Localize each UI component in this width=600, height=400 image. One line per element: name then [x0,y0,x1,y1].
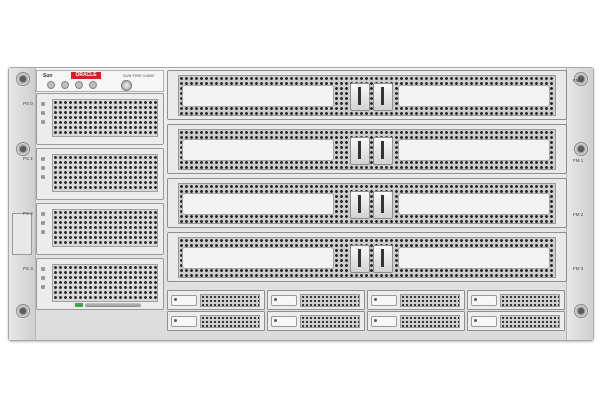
module-latch-left[interactable] [350,137,370,165]
drive-led-icon [274,298,277,301]
module-latch-left[interactable] [350,83,370,111]
psu-fan-grill [52,99,158,137]
server-chassis: Sun ORACLE SUN FIRE X4800 PS 0 PS 1 PS 2… [8,67,594,341]
left-rack-ear [9,68,36,340]
warning-led-icon [75,81,83,89]
sun-logo: Sun [43,73,53,79]
psu-label-0: PS 0 [23,101,33,106]
cpu-module-0[interactable] [167,70,567,120]
module-handle-left[interactable] [182,139,334,161]
drive-bay[interactable] [267,311,365,331]
psu-status-leds [41,267,47,294]
drive-vent [200,315,260,328]
module-latch-left[interactable] [350,245,370,273]
drive-bay[interactable] [467,311,565,331]
drive-led-icon [474,298,477,301]
power-supply-0[interactable] [36,93,164,145]
front-control-panel: Sun ORACLE SUN FIRE X4800 [36,70,164,92]
psu-status-leds [41,157,47,184]
drive-vent [500,315,560,328]
drive-vent [300,315,360,328]
psu-label-1: PS 1 [23,156,33,161]
power-supply-1[interactable] [36,148,164,200]
psu-label-3: PS 3 [23,266,33,271]
right-rack-ear [566,68,593,340]
module-handle-left[interactable] [182,193,334,215]
module-latch-right[interactable] [373,83,393,111]
drive-led-icon [374,298,377,301]
psu-fan-grill [52,209,158,247]
drive-vent [400,315,460,328]
psu-fan-grill [52,154,158,192]
drive-handle[interactable] [371,295,397,306]
drive-vent [300,294,360,307]
psu-handle[interactable] [85,303,141,307]
module-label-1: FM 1 [573,158,584,163]
screw-icon [574,72,588,86]
drive-handle[interactable] [171,295,197,306]
drive-led-icon [374,319,377,322]
module-handle-right[interactable] [398,85,550,107]
module-handle-right[interactable] [398,247,550,269]
module-latch-right[interactable] [373,191,393,219]
status-led-icon [89,81,97,89]
drive-led-icon [474,319,477,322]
screw-icon [574,142,588,156]
drive-vent [500,294,560,307]
drive-led-icon [174,319,177,322]
power-supply-2[interactable] [36,203,164,255]
drive-handle[interactable] [371,316,397,327]
psu-status-leds [41,102,47,129]
drive-bay[interactable] [167,290,265,310]
drive-handle[interactable] [271,316,297,327]
model-label: SUN FIRE X4800 [123,73,155,78]
drive-vent [400,294,460,307]
drive-handle[interactable] [171,316,197,327]
module-handle-left[interactable] [182,85,334,107]
module-latch-right[interactable] [373,137,393,165]
psu-label-2: PS 2 [23,211,33,216]
drive-bay[interactable] [367,290,465,310]
screw-icon [16,304,30,318]
psu-fan-grill [52,264,158,302]
oracle-logo: ORACLE [71,72,101,79]
psu-status-leds [41,212,47,239]
drive-led-icon [174,298,177,301]
drive-bay[interactable] [167,311,265,331]
module-label-3: FM 3 [573,266,584,271]
module-handle-right[interactable] [398,139,550,161]
cpu-module-2[interactable] [167,178,567,228]
drive-led-icon [274,319,277,322]
drive-bay[interactable] [367,311,465,331]
drive-handle[interactable] [471,295,497,306]
drive-vent [200,294,260,307]
psu-release-latch[interactable] [75,303,83,307]
module-handle-left[interactable] [182,247,334,269]
service-led-icon [61,81,69,89]
locator-led-icon [47,81,55,89]
drive-handle[interactable] [471,316,497,327]
screw-icon [574,304,588,318]
module-latch-left[interactable] [350,191,370,219]
service-label-tag[interactable] [12,213,32,255]
power-button[interactable] [121,80,132,91]
power-supply-3[interactable] [36,258,164,310]
drive-bay[interactable] [267,290,365,310]
cpu-module-1[interactable] [167,124,567,174]
screw-icon [16,142,30,156]
cpu-module-3[interactable] [167,232,567,282]
module-latch-right[interactable] [373,245,393,273]
drive-bay[interactable] [467,290,565,310]
module-label-0: FM 0 [573,78,584,83]
drive-handle[interactable] [271,295,297,306]
screw-icon [16,72,30,86]
module-handle-right[interactable] [398,193,550,215]
module-label-2: FM 2 [573,212,584,217]
